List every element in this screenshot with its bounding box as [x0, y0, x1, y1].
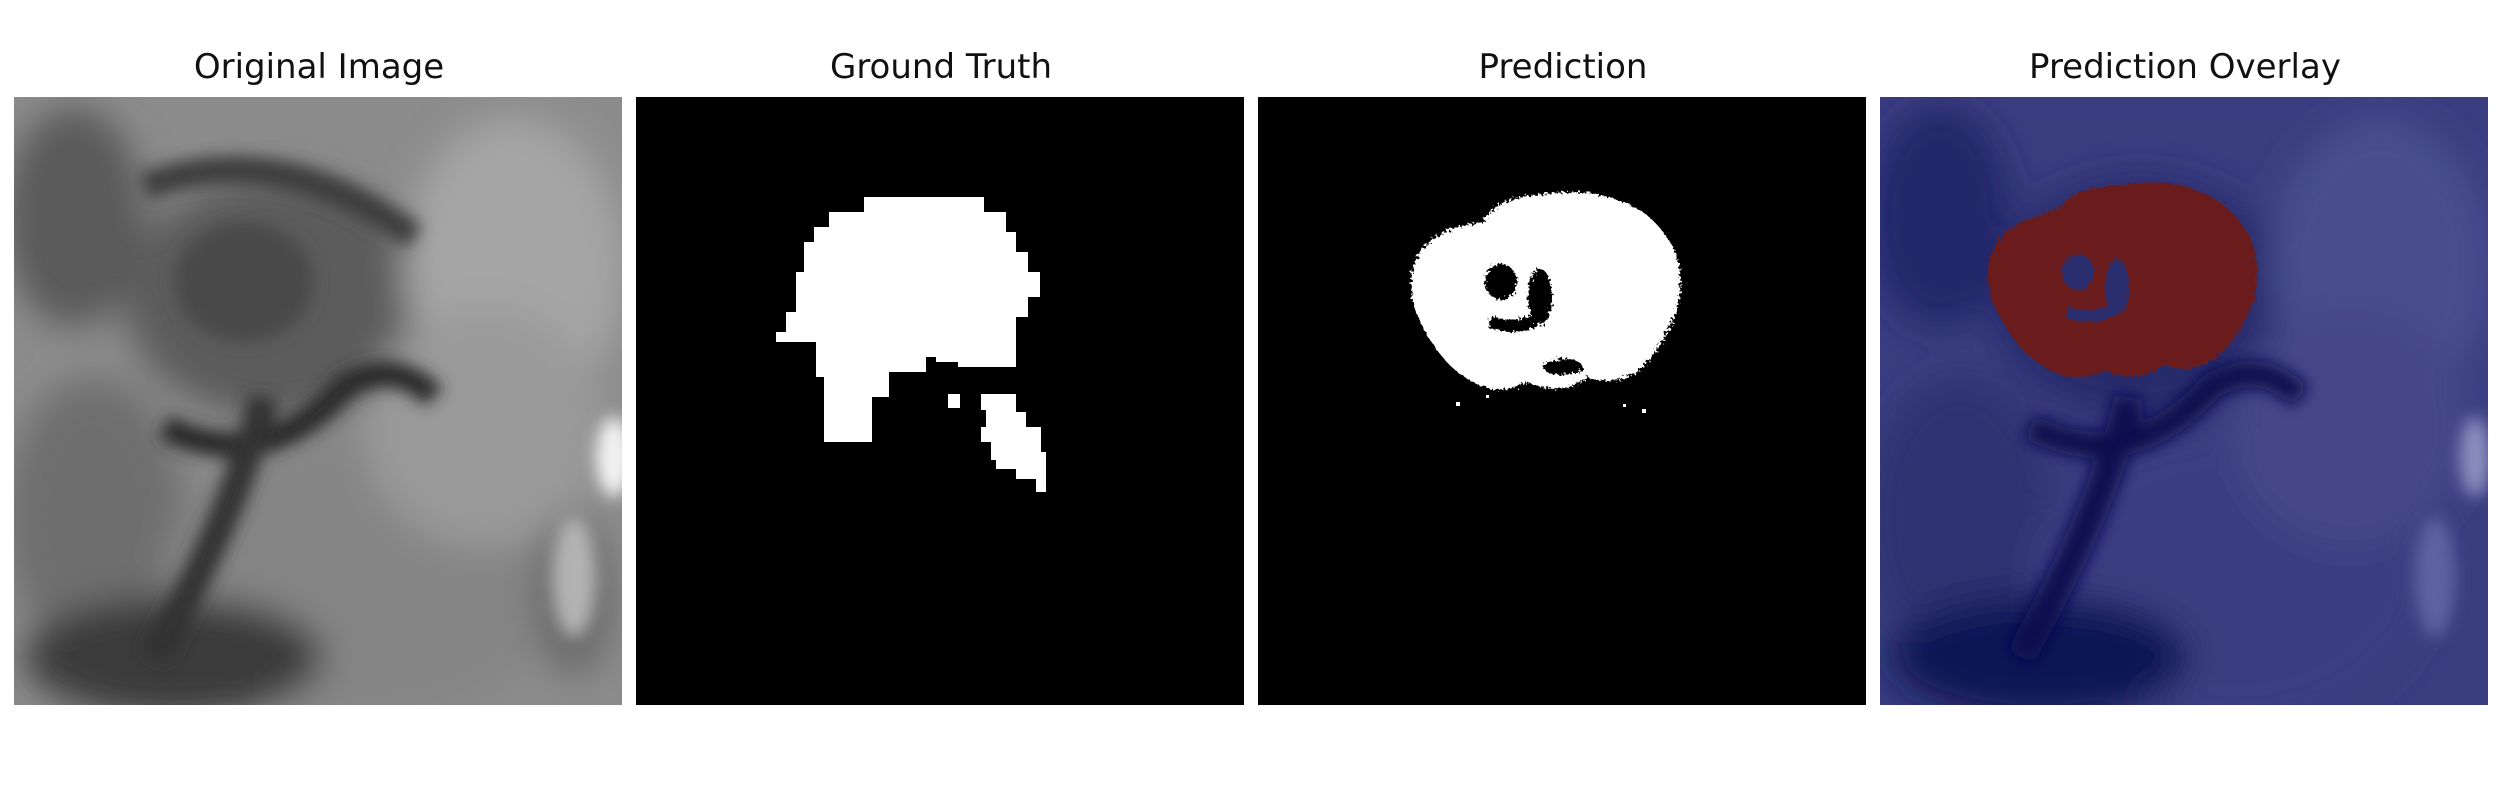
original-image — [14, 97, 622, 705]
prediction-overlay — [1880, 97, 2488, 705]
prediction-title: Prediction — [1478, 47, 1648, 87]
ground-truth-title: Ground Truth — [829, 47, 1053, 87]
original-image-title: Original Image — [193, 47, 445, 87]
prediction-mask — [1258, 97, 1866, 705]
ground-truth-mask — [636, 97, 1244, 705]
prediction-overlay-title: Prediction Overlay — [2029, 47, 2341, 87]
